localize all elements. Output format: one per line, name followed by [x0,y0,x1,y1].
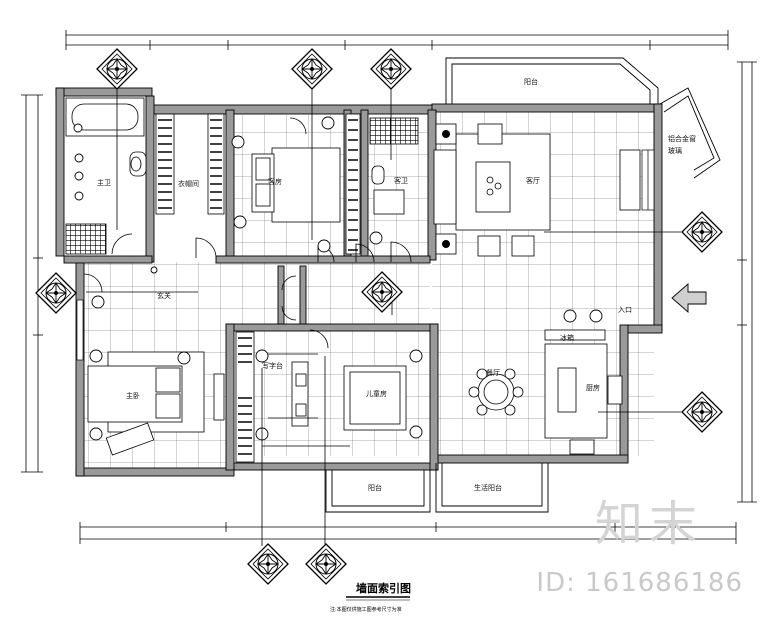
living-furniture [433,123,641,257]
label-cloakroom: 衣帽间 [178,179,199,188]
index-symbol-1 [96,48,138,90]
lamps [73,116,603,441]
label-second-bedroom: 儿童房 [366,389,387,398]
wardrobe-hatching [158,119,358,455]
label-foyer: 玄关 [157,291,171,300]
index-symbol-8 [247,543,289,585]
label-bay-note-2: 玻璃 [668,146,682,155]
index-symbol-4 [681,211,723,253]
label-bath-main: 主卫 [97,178,111,187]
dimension-lines-top [65,30,729,50]
entrance-arrow [671,283,707,313]
label-balcony-top: 阳台 [524,77,538,86]
label-desk-note: 写字台 [262,361,283,370]
index-symbol-7 [681,391,723,433]
balconies [325,57,721,513]
label-service-balcony: 生活阳台 [474,483,502,492]
label-fridge: 冰箱 [560,333,574,342]
label-dining: 餐厅 [486,368,500,377]
study-desk [291,361,309,427]
wardrobes [155,113,361,463]
label-bath-guest: 客卫 [394,176,408,185]
windows [76,149,655,361]
dimension-lines-bottom [79,522,737,544]
doors [83,117,375,349]
label-guest-room: 客房 [268,177,282,186]
title-block: 墙面索引图 注:本图仅供施工图参考尺寸为准 [330,581,411,613]
drawing-subtitle: 注:本图仅供施工图参考尺寸为准 [330,606,402,613]
dimension-lines-left [21,94,43,473]
dining-furniture [468,329,623,455]
index-leaders [86,82,681,546]
label-master-bedroom: 主卧 [126,391,140,400]
living-center-dots [442,130,450,248]
bath-fixtures [65,97,419,263]
label-balcony-bottom: 阳台 [368,483,382,492]
label-bay-note-1: 铝合金窗 [668,134,696,143]
index-symbol-5 [35,272,77,314]
watermark-id: ID: 161686186 [536,568,743,598]
index-symbol-2 [291,48,333,90]
dimension-lines-right [737,61,757,503]
room-labels: 主卫 衣帽间 客房 客卫 客厅 阳台 铝合金窗 玻璃 玄关 入口 冰箱 主卧 写… [97,77,696,492]
walls [55,87,663,477]
label-living: 客厅 [526,176,540,185]
index-symbol-9 [305,543,347,585]
watermark-logo: 知末 [594,496,703,552]
index-symbol-3 [370,48,412,90]
label-kitchen: 厨房 [586,383,600,392]
drawing-title: 墙面索引图 [356,581,411,595]
label-entrance: 入口 [618,306,632,314]
beds [87,147,407,456]
